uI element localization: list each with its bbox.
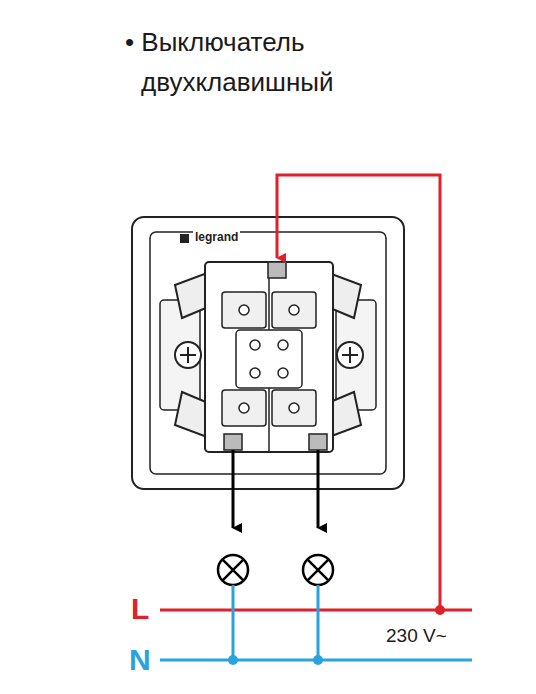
screw <box>337 342 363 368</box>
terminal-clamp <box>272 292 316 328</box>
lamp-wire <box>317 450 320 528</box>
lamp-wire <box>232 450 235 528</box>
screw-head <box>278 368 288 378</box>
screw-head <box>289 305 299 315</box>
screw-head <box>239 305 249 315</box>
phase-wire <box>277 175 440 610</box>
lamp-symbol <box>218 555 248 585</box>
diagram-title: • Выключатель двухклавишный <box>125 22 341 102</box>
neutral-wire <box>232 585 235 660</box>
neutral-label: N <box>129 643 151 676</box>
screw-slot <box>180 347 196 363</box>
terminal-clamp <box>222 292 266 328</box>
switch-body <box>205 262 333 452</box>
screw-head <box>239 403 249 413</box>
contact-block <box>236 330 302 388</box>
frame-inner <box>150 232 386 474</box>
voltage-label: 230 V~ <box>384 626 449 647</box>
junction-dot <box>313 655 323 665</box>
junction-dot <box>435 605 445 615</box>
junction-dot <box>228 655 238 665</box>
screw-head <box>250 340 260 350</box>
screw-head <box>250 368 260 378</box>
input-terminal <box>268 262 286 278</box>
terminal-clamp <box>222 390 266 426</box>
screw-head <box>289 403 299 413</box>
brand-label: legrand <box>193 231 240 244</box>
screw <box>175 342 201 368</box>
right-rail <box>336 300 376 410</box>
brand-logo <box>180 234 189 243</box>
switch-mechanism <box>132 217 404 489</box>
line-l <box>160 609 472 612</box>
left-rail <box>160 300 200 410</box>
output-terminal <box>224 434 242 450</box>
terminal-clamp <box>272 390 316 426</box>
mounting-frame <box>132 217 404 489</box>
neutral-wire <box>317 585 320 660</box>
lamp-symbol <box>303 555 333 585</box>
screw-head <box>278 340 288 350</box>
phase-label: L <box>131 592 149 625</box>
screw-slot <box>342 347 358 363</box>
output-terminal <box>309 434 327 450</box>
